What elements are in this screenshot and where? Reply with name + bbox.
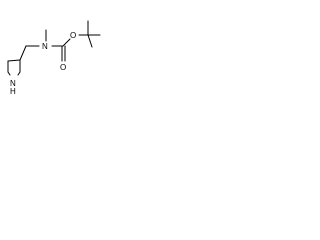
bond-ring-bottom-left — [7, 71, 11, 76]
structure-diagram: N O O N H — [7, 20, 101, 96]
structure-canvas: N O O N H — [0, 0, 104, 98]
atom-label-o-ester: O — [70, 31, 76, 40]
bond-tbu-methyl-down — [87, 34, 93, 48]
atom-label-h-azetidine: H — [10, 87, 16, 96]
atom-label-o-carbonyl: O — [60, 63, 66, 72]
atom-label-n-carbamate: N — [42, 42, 48, 51]
bond-ring-bottom-right — [17, 71, 21, 76]
bond-carbonyl-to-ester-o — [62, 38, 71, 47]
bond-ring-top — [7, 59, 21, 62]
atom-label-n-azetidine: N — [10, 79, 16, 88]
bond-ring-to-ch2 — [19, 45, 27, 61]
